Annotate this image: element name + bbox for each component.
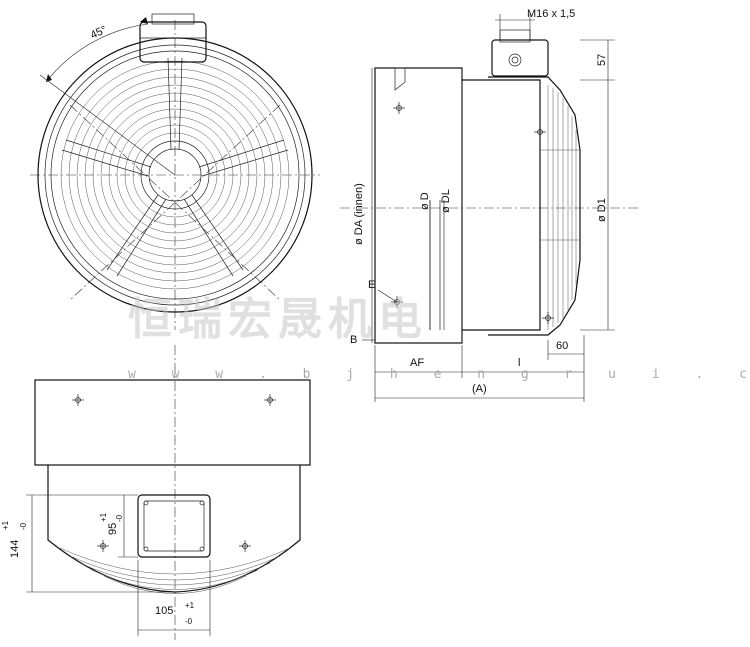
dia-da-label: ø DA (innen) bbox=[353, 183, 365, 245]
dia-d-label: ø D bbox=[419, 192, 431, 210]
angle-label: 45° bbox=[89, 24, 109, 42]
h144-tol-minus: -0 bbox=[19, 522, 28, 530]
d60-label: 60 bbox=[556, 340, 568, 352]
w105-tol-minus: -0 bbox=[185, 617, 193, 626]
side-view: ø DA (innen) ø D ø DL 57 ø D1 M16 x 1,5 … bbox=[340, 8, 640, 402]
h144-label: 144 bbox=[9, 540, 21, 558]
af-label: AF bbox=[410, 357, 424, 369]
w105-label: 105 bbox=[155, 605, 173, 617]
watermark-name: 恒瑞宏晟机电 bbox=[128, 294, 428, 345]
dia-d1-label: ø D1 bbox=[596, 198, 608, 222]
h95-label: 95 bbox=[107, 523, 119, 535]
front-view: 45° bbox=[30, 13, 320, 330]
top-view: 144 +1 -0 95 +1 -0 105 +1 -0 bbox=[1, 345, 311, 640]
h95-tol-minus: -0 bbox=[115, 514, 124, 522]
h144-tol-plus: +1 bbox=[1, 520, 10, 530]
watermark-url: w w w . b j h e n g r u i . c n bbox=[128, 367, 750, 382]
b-label: B bbox=[350, 334, 357, 346]
thread-label: M16 x 1,5 bbox=[527, 8, 575, 20]
l-label: l bbox=[518, 357, 520, 369]
h57-label: 57 bbox=[596, 54, 608, 66]
dia-dl-label: ø DL bbox=[440, 189, 452, 213]
w105-tol-plus: +1 bbox=[185, 601, 195, 610]
a-label: (A) bbox=[472, 383, 487, 395]
e-label: E bbox=[368, 279, 375, 291]
h95-tol-plus: +1 bbox=[99, 512, 108, 522]
